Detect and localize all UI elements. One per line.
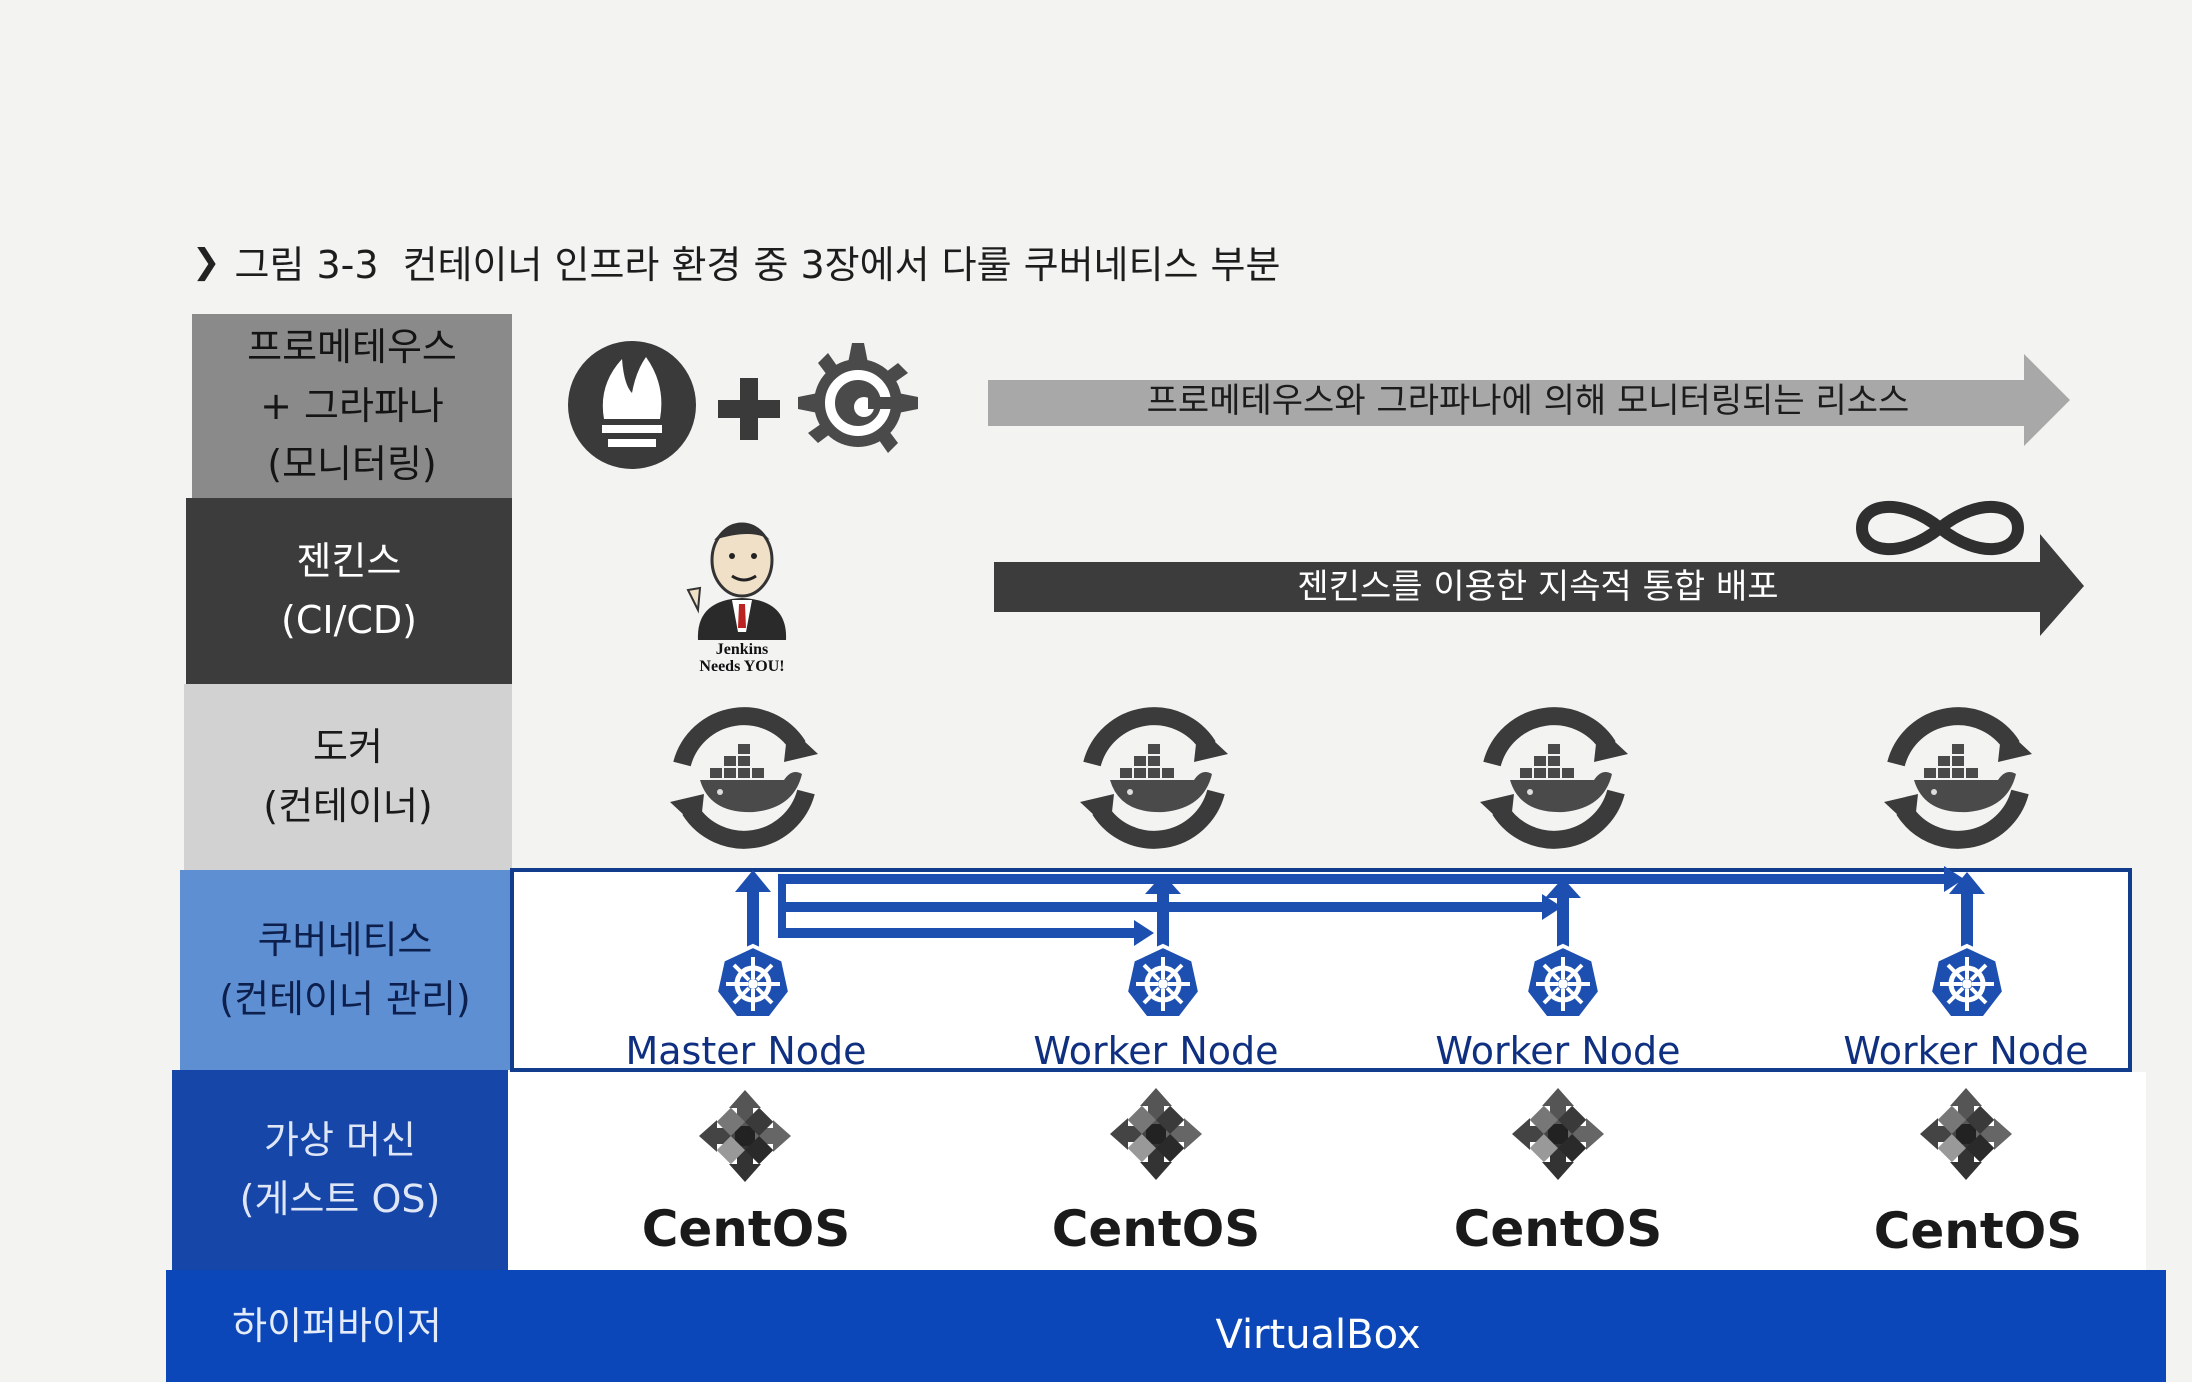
k8s-layer-block	[180, 870, 510, 1070]
docker-layer-label: 도커 (컨테이너)	[184, 684, 512, 870]
os-label: CentOS	[1454, 1200, 1663, 1258]
os-label: CentOS	[1052, 1200, 1261, 1258]
docker-layer-block	[184, 684, 512, 870]
docker-icon	[670, 716, 818, 840]
hypervisor-label-line1: 하이퍼바이저	[232, 1303, 442, 1348]
kubernetes-icon	[1126, 946, 1200, 1018]
monitoring-layer-label: 프로메테우스 + 그라파나 (모니터링)	[192, 314, 512, 498]
hypervisor-layer-label: 하이퍼바이저	[166, 1270, 508, 1382]
ci-layer-block	[186, 498, 512, 684]
k8s-label-line1: 쿠버네티스	[257, 918, 433, 963]
vm-label-line1: 가상 머신	[264, 1118, 416, 1163]
docker-icon	[1884, 716, 2032, 840]
ci-arrow-label: 젠킨스를 이용한 지속적 통합 배포	[1297, 567, 1778, 607]
k8s-layer-label: 쿠버네티스 (컨테이너 관리)	[180, 870, 510, 1070]
ci-label-line1: 젠킨스	[296, 539, 402, 584]
jenkins-caption-line2: Needs YOU!	[699, 658, 784, 675]
plus-icon	[718, 378, 780, 440]
node-label-worker-1: Worker Node	[1033, 1029, 1278, 1073]
vm-layer-label: 가상 머신 (게스트 OS)	[172, 1070, 508, 1270]
os-label: CentOS	[1874, 1202, 2083, 1260]
node-label-master: Master Node	[625, 1029, 866, 1073]
figure-caption: ❯ 그림 3-3 컨테이너 인프라 환경 중 3장에서 다룰 쿠버네티스 부분	[192, 234, 1280, 289]
caption-text: 컨테이너 인프라 환경 중 3장에서 다룰 쿠버네티스 부분	[402, 243, 1281, 287]
monitoring-label-line2: + 그라파나	[260, 383, 444, 428]
docker-label-line2: (컨테이너)	[263, 784, 433, 828]
jenkins-icon	[686, 522, 787, 640]
monitoring-label-line3: (모니터링)	[267, 442, 437, 487]
vm-panel	[508, 1072, 2146, 1270]
node-label-worker-2: Worker Node	[1435, 1029, 1680, 1073]
ci-layer-label: 젠킨스 (CI/CD)	[186, 498, 512, 684]
docker-label-line1: 도커	[313, 725, 383, 770]
docker-icon	[1480, 716, 1628, 840]
os-label: CentOS	[642, 1200, 851, 1258]
prometheus-icon	[568, 341, 696, 469]
ci-label-line2: (CI/CD)	[281, 598, 417, 642]
hypervisor-name: VirtualBox	[1215, 1312, 1420, 1358]
monitoring-label-line1: 프로메테우스	[247, 324, 457, 369]
monitoring-arrow	[988, 354, 2070, 446]
ci-arrow	[994, 534, 2084, 636]
grafana-icon	[798, 343, 918, 453]
kubernetes-icon	[1526, 946, 1600, 1018]
infinity-icon	[1855, 500, 2025, 556]
docker-icon	[1080, 716, 1228, 840]
vm-label-line2: (게스트 OS)	[239, 1177, 441, 1221]
k8s-connection-arrows	[735, 866, 1985, 948]
caption-prefix: 그림 3-3	[234, 243, 379, 287]
chevron-down-icon: ❯	[192, 241, 221, 282]
node-label-worker-3: Worker Node	[1843, 1029, 2088, 1073]
monitoring-layer-block	[192, 314, 512, 498]
jenkins-caption-line1: Jenkins	[716, 641, 768, 658]
kubernetes-icon	[716, 946, 790, 1018]
k8s-label-line2: (컨테이너 관리)	[219, 977, 471, 1021]
vm-layer-block	[172, 1070, 508, 1270]
monitoring-arrow-label: 프로메테우스와 그라파나에 의해 모니터링되는 리소스	[1147, 381, 1910, 421]
hypervisor-layer-block	[166, 1270, 2166, 1382]
kubernetes-icon	[1930, 946, 2004, 1018]
